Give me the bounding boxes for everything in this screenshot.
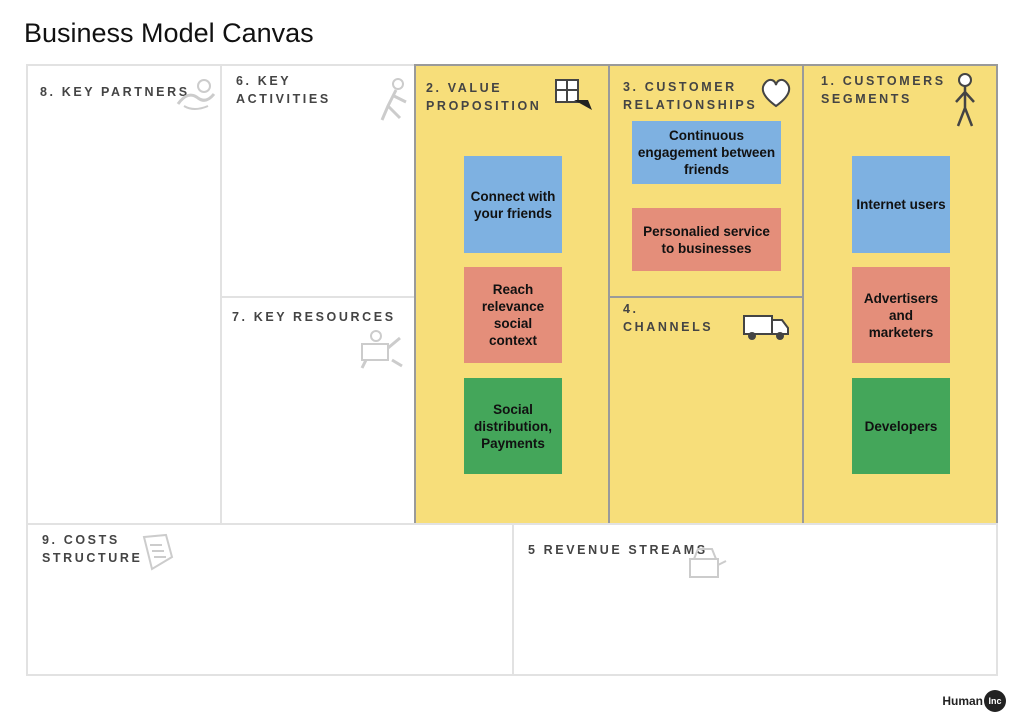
note-social-distribution: Social distribution, Payments <box>464 378 562 474</box>
costs-structure-heading: 9. COSTS STRUCTURE <box>42 533 143 565</box>
note-internet-users: Internet users <box>852 156 950 253</box>
truck-icon <box>743 315 789 340</box>
costs-structure-block: 9. COSTS STRUCTURE <box>26 523 514 676</box>
logo-badge: Inc <box>984 690 1006 712</box>
customer-segments-heading: 1. CUSTOMERS SEGMENTS <box>821 74 946 106</box>
gift-icon <box>555 79 592 110</box>
price-tag-icon <box>142 533 174 571</box>
key-activities-heading: 6. KEY ACTIVITIES <box>236 74 331 106</box>
revenue-streams-block: 5 REVENUE STREAMS <box>512 523 998 676</box>
note-reach-relevance: Reach relevance social context <box>464 267 562 363</box>
key-resources-block: 7. KEY RESOURCES <box>220 296 416 525</box>
revenue-streams-heading: 5 REVENUE STREAMS <box>528 543 708 557</box>
value-proposition-block: 2. VALUE PROPOSITION Connect with your f… <box>414 64 610 525</box>
cash-register-icon <box>689 548 727 578</box>
note-developers: Developers <box>852 378 950 474</box>
value-proposition-heading: 2. VALUE PROPOSITION <box>426 81 542 113</box>
channels-block: 4. CHANNELS <box>608 296 804 525</box>
handshake-icon <box>176 79 216 110</box>
customer-relationships-heading: 3. CUSTOMER RELATIONSHIPS <box>623 80 758 112</box>
resources-icon <box>360 330 403 369</box>
humaninc-logo: Human Inc <box>942 690 1006 712</box>
key-partners-heading: 8. KEY PARTNERS <box>40 85 190 99</box>
note-continuous-engagement: Continuous engagement between friends <box>632 121 781 184</box>
note-connect-friends: Connect with your friends <box>464 156 562 253</box>
logo-text: Human <box>942 694 983 708</box>
customer-relationships-block: 3. CUSTOMER RELATIONSHIPS Continuous eng… <box>608 64 804 298</box>
heart-icon <box>761 78 791 108</box>
note-personalised-service: Personalied service to businesses <box>632 208 781 271</box>
key-resources-heading: 7. KEY RESOURCES <box>232 310 396 324</box>
channels-heading: 4. CHANNELS <box>623 302 714 334</box>
key-activities-block: 6. KEY ACTIVITIES <box>220 64 416 298</box>
note-advertisers-marketers: Advertisers and marketers <box>852 267 950 363</box>
page-title: Business Model Canvas <box>24 18 314 48</box>
person-icon <box>955 73 975 127</box>
customer-segments-block: 1. CUSTOMERS SEGMENTS Internet users Adv… <box>802 64 998 525</box>
worker-icon <box>380 78 407 121</box>
key-partners-block: 8. KEY PARTNERS <box>26 64 222 525</box>
